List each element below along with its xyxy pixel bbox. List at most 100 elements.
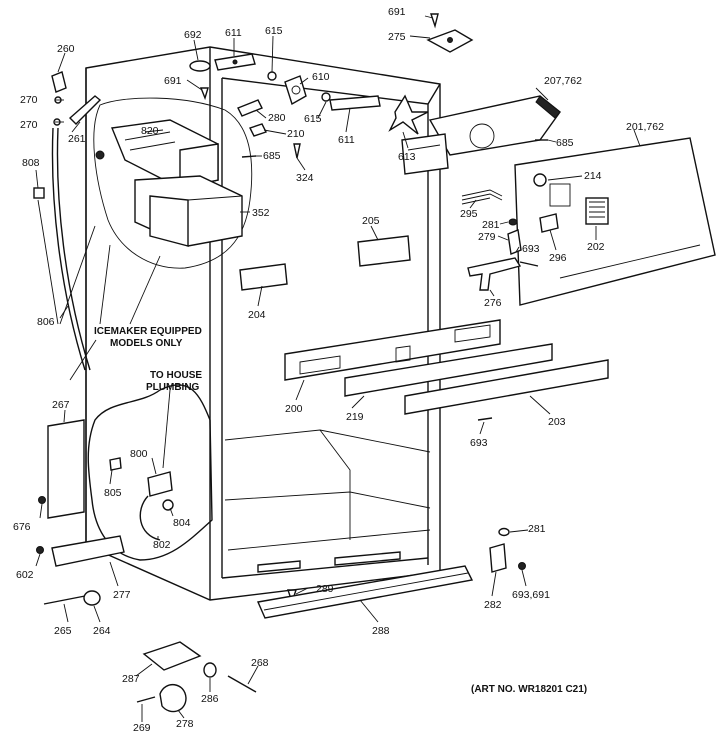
leveler-278 bbox=[159, 684, 187, 713]
bracket-282 bbox=[489, 543, 507, 573]
note-icemaker-line2: MODELS ONLY bbox=[110, 338, 183, 349]
label-204: 204 bbox=[248, 309, 266, 321]
label-288: 288 bbox=[372, 625, 390, 637]
label-685-left: 685 bbox=[263, 150, 281, 162]
label-286: 286 bbox=[201, 693, 219, 705]
label-281-right: 281 bbox=[482, 219, 500, 231]
label-693-damper: 693 bbox=[522, 243, 540, 255]
wheel-264 bbox=[83, 590, 101, 606]
label-806: 806 bbox=[37, 316, 55, 328]
strip-203 bbox=[404, 359, 609, 415]
valve-800 bbox=[147, 471, 173, 497]
label-278: 278 bbox=[176, 718, 194, 730]
label-200: 200 bbox=[285, 403, 303, 415]
label-201-762: 201,762 bbox=[626, 121, 664, 133]
label-203: 203 bbox=[548, 416, 566, 428]
label-324: 324 bbox=[296, 172, 314, 184]
evaporator-cover-201-762 bbox=[514, 137, 716, 306]
label-219: 219 bbox=[346, 411, 364, 423]
bolt-268 bbox=[227, 675, 257, 693]
label-270-lower: 270 bbox=[20, 119, 38, 131]
hinge-275 bbox=[426, 29, 474, 53]
label-693-lower: 693 bbox=[470, 437, 488, 449]
label-275: 275 bbox=[388, 31, 406, 43]
fan-blade-613 bbox=[388, 94, 429, 135]
plate-287 bbox=[142, 641, 202, 671]
panel-267 bbox=[47, 419, 85, 519]
label-691-top: 691 bbox=[388, 6, 406, 18]
part-615-top bbox=[267, 71, 277, 81]
label-214: 214 bbox=[584, 170, 602, 182]
notes: ICEMAKER EQUIPPED MODELS ONLY TO HOUSE P… bbox=[94, 326, 587, 695]
part-labels: 691 275 692 611 615 260 691 610 207,762 … bbox=[13, 6, 664, 734]
plumbing-area-outline bbox=[87, 384, 213, 561]
label-352: 352 bbox=[252, 207, 270, 219]
label-613: 613 bbox=[398, 151, 416, 163]
label-269: 269 bbox=[133, 722, 151, 734]
part-281-right bbox=[508, 218, 518, 226]
harness-295 bbox=[461, 189, 503, 205]
label-693-691: 693,691 bbox=[512, 589, 550, 601]
label-295: 295 bbox=[460, 208, 478, 220]
part-210 bbox=[249, 123, 267, 137]
label-685-right: 685 bbox=[556, 137, 574, 149]
fan-assembly-left bbox=[401, 133, 449, 175]
screw-691-left bbox=[199, 87, 209, 101]
label-207-762: 207,762 bbox=[544, 75, 582, 87]
bracket-611-top bbox=[214, 53, 256, 71]
screw-602 bbox=[36, 546, 44, 554]
note-plumbing-line2: PLUMBING bbox=[146, 382, 200, 393]
screw-676 bbox=[38, 496, 46, 504]
label-611-mid: 611 bbox=[338, 134, 355, 146]
note-icemaker-line1: ICEMAKER EQUIPPED bbox=[94, 326, 202, 337]
part-281-lower bbox=[498, 527, 510, 537]
label-202: 202 bbox=[587, 241, 605, 253]
label-610: 610 bbox=[312, 71, 330, 83]
bracket-204 bbox=[239, 263, 288, 291]
part-808 bbox=[33, 187, 45, 199]
label-800: 800 bbox=[130, 448, 148, 460]
screw-269 bbox=[136, 696, 156, 703]
screw-693-691-lower bbox=[518, 562, 526, 570]
screw-691-top bbox=[430, 13, 439, 29]
label-264: 264 bbox=[93, 625, 111, 637]
label-280: 280 bbox=[268, 112, 286, 124]
ice-bucket-352 bbox=[134, 175, 243, 247]
caster-286 bbox=[203, 662, 217, 678]
screw-693-lower bbox=[477, 417, 493, 421]
label-268: 268 bbox=[251, 657, 269, 669]
label-804: 804 bbox=[173, 517, 191, 529]
fitting-804 bbox=[162, 499, 174, 511]
strip-219 bbox=[344, 343, 553, 397]
label-692: 692 bbox=[184, 29, 202, 41]
label-820: 820 bbox=[141, 125, 159, 137]
screw-685-left bbox=[241, 155, 257, 158]
label-282: 282 bbox=[484, 599, 502, 611]
fan-shroud-207-762 bbox=[428, 95, 561, 156]
switch-296 bbox=[539, 213, 559, 233]
rail-277 bbox=[51, 535, 125, 567]
mullion-200 bbox=[284, 319, 501, 381]
label-611-top: 611 bbox=[225, 27, 242, 39]
label-615-mid: 615 bbox=[304, 113, 322, 125]
label-802: 802 bbox=[153, 539, 171, 551]
tube-261 bbox=[68, 95, 102, 125]
icemaker-820 bbox=[95, 119, 219, 189]
part-692 bbox=[189, 60, 211, 72]
screw-324 bbox=[293, 143, 301, 159]
label-602: 602 bbox=[16, 569, 34, 581]
label-676: 676 bbox=[13, 521, 31, 533]
grille-288 bbox=[257, 565, 474, 619]
note-plumbing-line1: TO HOUSE bbox=[150, 370, 202, 381]
bracket-611-mid bbox=[329, 95, 381, 111]
art-number: (ART NO. WR18201 C21) bbox=[471, 684, 587, 695]
valve-260 bbox=[51, 71, 67, 93]
icemaker-area-outline bbox=[93, 97, 253, 269]
part-279 bbox=[507, 229, 522, 255]
damper-276 bbox=[467, 257, 522, 291]
label-279: 279 bbox=[478, 231, 496, 243]
leader-lines bbox=[35, 15, 641, 722]
label-808: 808 bbox=[22, 157, 40, 169]
label-260: 260 bbox=[57, 43, 75, 55]
label-691-left: 691 bbox=[164, 75, 182, 87]
